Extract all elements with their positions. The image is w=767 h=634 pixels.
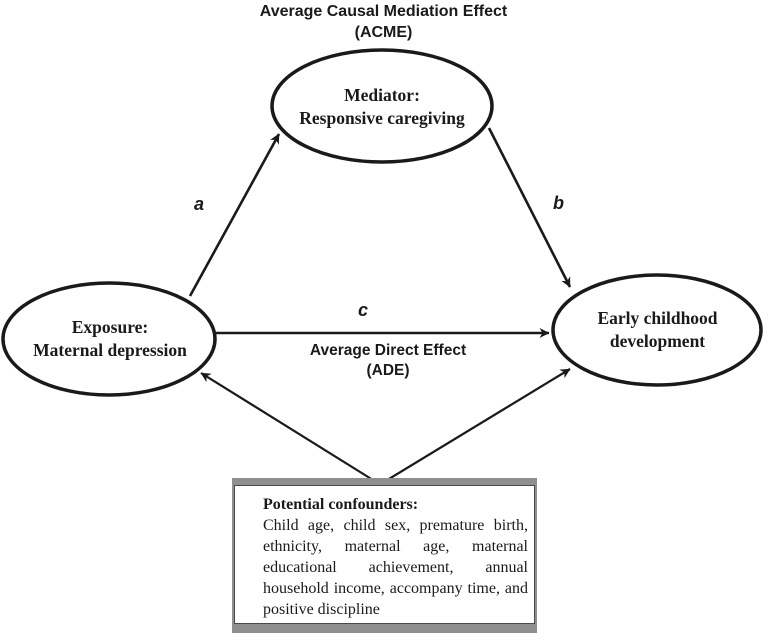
path-b-label: b bbox=[553, 193, 564, 213]
mediator-label-line2: Responsive caregiving bbox=[299, 108, 465, 128]
exposure-label-line2: Maternal depression bbox=[33, 340, 187, 360]
acme-title: Average Causal Mediation Effect (ACME) bbox=[0, 1, 767, 43]
acme-title-line2: (ACME) bbox=[354, 24, 413, 41]
path-c-label: c bbox=[358, 300, 369, 320]
path-a-arrow bbox=[188, 133, 281, 297]
mediator-ellipse bbox=[270, 48, 494, 164]
outcome-node-label: Early childhood development bbox=[555, 276, 760, 384]
confounder-to-exposure-arrow bbox=[200, 372, 382, 486]
exposure-ellipse bbox=[1, 281, 217, 397]
mediator-node-label: Mediator: Responsive caregiving bbox=[272, 52, 492, 162]
outcome-ellipse bbox=[551, 273, 763, 387]
mediator-label-line1: Mediator: bbox=[344, 85, 420, 105]
exposure-label-line1: Exposure: bbox=[71, 317, 149, 337]
acme-title-line1: Average Causal Mediation Effect bbox=[259, 3, 508, 20]
confounders-body: Child age, child sex, premature birth, e… bbox=[263, 517, 528, 618]
ade-title-line1: Average Direct Effect bbox=[309, 342, 467, 359]
ade-title-line2: (ADE) bbox=[366, 362, 410, 379]
confounders-box: Potential confounders: Child age, child … bbox=[232, 478, 537, 633]
path-a-label: a bbox=[194, 194, 205, 214]
confounders-box-inner: Potential confounders: Child age, child … bbox=[234, 485, 535, 624]
outcome-label-line1: Early childhood bbox=[597, 308, 718, 328]
ade-title: Average Direct Effect (ADE) bbox=[238, 341, 538, 381]
confounder-to-outcome-arrow bbox=[378, 368, 571, 486]
exposure-node-label: Exposure: Maternal depression bbox=[5, 284, 215, 394]
outcome-label-line2: development bbox=[609, 331, 706, 351]
path-b-arrow bbox=[487, 127, 572, 288]
confounders-title: Potential confounders: bbox=[263, 496, 419, 513]
